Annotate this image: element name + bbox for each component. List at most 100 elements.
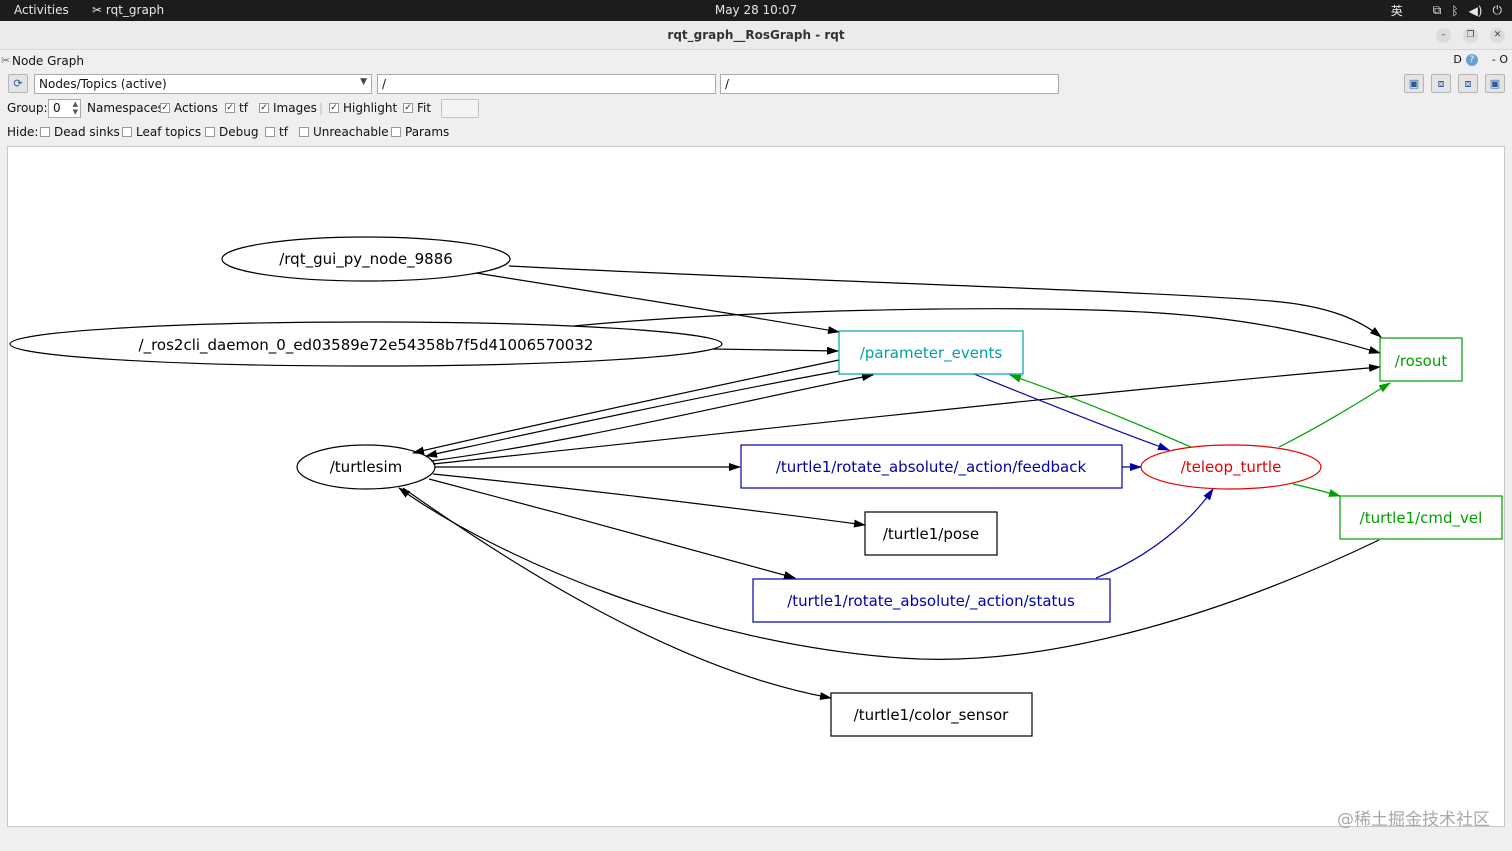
params-checkbox[interactable]: Params xyxy=(391,125,449,139)
checkmark-icon: ✓ xyxy=(225,103,235,113)
edge-turtlesim-pose xyxy=(432,473,866,528)
save-icon: ▣ xyxy=(1408,77,1420,90)
unreachable-checkbox[interactable]: Unreachable xyxy=(299,125,389,139)
clock[interactable]: May 28 10:07 xyxy=(714,3,798,17)
dock-grip-icon: ✂ xyxy=(1,54,11,67)
edge-ros2cli-parameter-events xyxy=(712,346,839,355)
highlight-checkbox[interactable]: ✓ Highlight xyxy=(329,101,397,115)
input-method-indicator[interactable]: 英 xyxy=(1390,4,1403,18)
edge-turtlesim-rosout xyxy=(432,363,1381,465)
checkmark-icon: ✓ xyxy=(329,103,339,113)
graph-canvas[interactable]: /rqt_gui_py_node_9886 /_ros2cli_daemon_0… xyxy=(7,146,1505,827)
fit-label: Fit xyxy=(417,101,432,115)
activities-button[interactable]: Activities xyxy=(14,3,69,17)
topic-status[interactable]: /turtle1/rotate_absolute/_action/status xyxy=(752,578,1111,623)
checkmark-icon: ✓ xyxy=(259,103,269,113)
edge-turtlesim-parameter-events xyxy=(430,373,874,462)
checkbox-box xyxy=(265,127,275,137)
graph-mode-select[interactable]: Nodes/Topics (active) ▼ xyxy=(34,74,372,94)
unreachable-label: Unreachable xyxy=(313,125,389,139)
edge-teleop-parameter-events xyxy=(1009,374,1192,448)
edge-ros2cli-rosout xyxy=(573,308,1381,354)
help-icon[interactable]: ? xyxy=(1465,53,1478,66)
edge-parameter-events-teleop xyxy=(973,373,1170,451)
checkbox-box xyxy=(391,127,401,137)
system-top-bar: Activities ✂ rqt_graph May 28 10:07 英 ⧉ … xyxy=(0,0,1512,21)
checkbox-box xyxy=(40,127,50,137)
edge-rqtgui-rosout xyxy=(508,265,1382,338)
separator: | xyxy=(319,101,324,115)
group-spinbox[interactable]: 0 ▲▼ xyxy=(48,99,81,118)
node-turtlesim-label: /turtlesim xyxy=(330,458,402,476)
volume-icon: ◀) xyxy=(1468,3,1483,18)
edge-status-teleop xyxy=(1095,488,1214,579)
namespaces-checkbox[interactable]: Namespaces xyxy=(87,101,164,115)
edge-turtlesim-color-sensor xyxy=(402,487,832,700)
images-checkbox[interactable]: ✓ Images xyxy=(259,101,317,115)
topic-parameter-events[interactable]: /parameter_events xyxy=(838,330,1024,375)
close-button[interactable]: ✕ xyxy=(1490,28,1505,43)
ros-graph[interactable]: /rqt_gui_py_node_9886 /_ros2cli_daemon_0… xyxy=(8,147,1505,827)
refresh-icon: ⟳ xyxy=(13,77,23,90)
topic-feedback-label: /turtle1/rotate_absolute/_action/feedbac… xyxy=(776,458,1087,477)
hide-tf-label: tf xyxy=(279,125,288,139)
namespaces-label: Namespaces xyxy=(87,101,164,115)
save-image-button[interactable]: ▣ xyxy=(1485,74,1505,93)
checkbox-box xyxy=(205,127,215,137)
params-label: Params xyxy=(405,125,450,139)
edge-turtlesim-status xyxy=(428,478,796,579)
window-title-bar: rqt_graph__RosGraph - rqt – ❐ ✕ xyxy=(0,21,1512,50)
restore-button[interactable]: ❐ xyxy=(1463,28,1478,43)
node-ros2cli-daemon-label: /_ros2cli_daemon_0_ed03589e72e54358b7f5d… xyxy=(139,336,594,355)
actions-checkbox[interactable]: ✓ Actions xyxy=(160,101,218,115)
close-icon: ✕ xyxy=(1493,30,1502,40)
actions-label: Actions xyxy=(174,101,218,115)
topic-pose[interactable]: /turtle1/pose xyxy=(864,511,998,556)
topic-color-sensor[interactable]: /turtle1/color_sensor xyxy=(830,692,1033,737)
checkmark-icon: ✓ xyxy=(403,103,413,113)
save-as-dot-button[interactable]: ▣ xyxy=(1404,74,1424,93)
node-turtlesim[interactable]: /turtlesim xyxy=(296,444,436,490)
topic-cmd-vel[interactable]: /turtle1/cmd_vel xyxy=(1339,495,1503,540)
tf-checkbox[interactable]: ✓ tf xyxy=(225,101,248,115)
load-dot-button[interactable]: ⧈ xyxy=(1431,74,1451,93)
namespace-filter-input[interactable]: / xyxy=(377,74,716,94)
app-name-label: rqt_graph xyxy=(105,3,165,17)
topic-rosout[interactable]: /rosout xyxy=(1379,337,1463,382)
minimize-button[interactable]: – xyxy=(1436,28,1451,43)
edge-rqtgui-parameter-events xyxy=(475,272,840,335)
node-rqt-gui[interactable]: /rqt_gui_py_node_9886 xyxy=(221,236,511,282)
panel-d-button[interactable]: D xyxy=(1453,53,1462,66)
edge-teleop-rosout xyxy=(1278,382,1391,448)
fit-in-view-button[interactable] xyxy=(441,99,479,118)
group-value: 0 xyxy=(53,101,61,115)
minimize-icon: – xyxy=(1441,30,1446,40)
edge-teleop-cmd-vel xyxy=(1292,483,1341,497)
checkbox-box xyxy=(122,127,132,137)
save-svg-button[interactable]: ⧈ xyxy=(1458,74,1478,93)
system-tray[interactable]: 英 ⧉ ᛒ ◀) ⏻ xyxy=(1391,2,1502,19)
topic-feedback[interactable]: /turtle1/rotate_absolute/_action/feedbac… xyxy=(740,444,1123,489)
node-teleop-turtle[interactable]: /teleop_turtle xyxy=(1140,444,1322,490)
hide-tf-checkbox[interactable]: tf xyxy=(265,125,288,139)
topic-color-sensor-label: /turtle1/color_sensor xyxy=(854,706,1009,725)
panel-close-button[interactable]: - O xyxy=(1491,53,1508,66)
node-rqt-gui-label: /rqt_gui_py_node_9886 xyxy=(279,250,453,269)
refresh-button[interactable]: ⟳ xyxy=(8,74,28,93)
hide-label: Hide: xyxy=(7,125,39,139)
dead-sinks-checkbox[interactable]: Dead sinks xyxy=(40,125,120,139)
fit-checkbox[interactable]: ✓ Fit xyxy=(403,101,431,115)
leaf-topics-checkbox[interactable]: Leaf topics xyxy=(122,125,201,139)
edge-parameter-events-turtlesim-1 xyxy=(412,359,840,455)
save-svg-icon: ⧈ xyxy=(1464,77,1472,90)
topic-filter-input[interactable]: / xyxy=(720,74,1059,94)
edge-cmd-vel-turtlesim xyxy=(398,487,1380,660)
node-ros2cli-daemon[interactable]: /_ros2cli_daemon_0_ed03589e72e54358b7f5d… xyxy=(9,321,723,367)
checkbox-box xyxy=(299,127,309,137)
topic-pose-label: /turtle1/pose xyxy=(883,525,979,543)
edge-parameter-events-turtlesim-2 xyxy=(425,370,840,458)
topic-rosout-label: /rosout xyxy=(1395,352,1448,370)
debug-checkbox[interactable]: Debug xyxy=(205,125,258,139)
screenshot-icon: ▣ xyxy=(1489,77,1501,90)
app-menu[interactable]: ✂ rqt_graph xyxy=(92,3,164,17)
